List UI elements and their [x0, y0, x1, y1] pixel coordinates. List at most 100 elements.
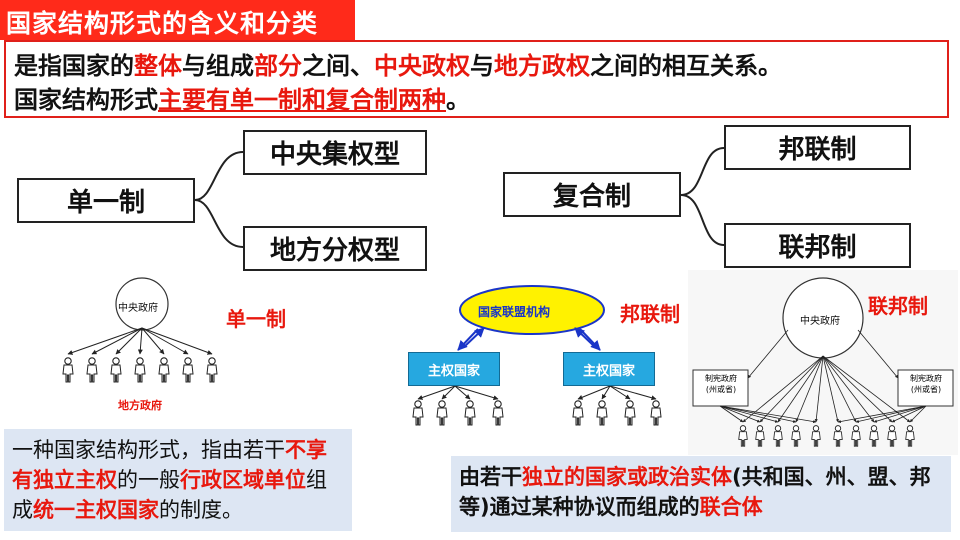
person-icon [791, 425, 801, 447]
link-arrow [719, 405, 744, 423]
link-arrow [822, 355, 911, 423]
right-brace-bottom [680, 194, 725, 246]
decentralized-type-box: 地方分权型 [243, 226, 427, 271]
person-icon [436, 400, 448, 426]
link-arrow [891, 405, 927, 423]
person-icon [464, 400, 476, 426]
text-segment: 部分 [254, 52, 302, 80]
text-segment: 中央政权 [374, 52, 470, 80]
left-brace-top [194, 151, 244, 201]
unitary-diagram [62, 277, 218, 383]
person-icon [572, 400, 584, 426]
link-arrow [577, 385, 611, 400]
link-arrow [822, 355, 839, 423]
link-arrow [719, 405, 779, 423]
link-arrow [609, 385, 631, 400]
member-state-left: 主权国家 [408, 352, 500, 386]
confederation-tag: 邦联制 [620, 302, 680, 326]
link-arrow [417, 385, 456, 400]
link-arrow [67, 327, 143, 355]
member-state-right: 主权国家 [563, 352, 655, 386]
person-icon [110, 357, 122, 383]
link-arrow [454, 385, 471, 400]
text-segment: 组成 [12, 468, 327, 522]
text-segment: 统一主权国家 [33, 498, 159, 522]
text-segment: 独立的国家或政治实体 [522, 465, 732, 489]
link-arrow [115, 327, 143, 355]
link-arrow [141, 327, 165, 355]
link-arrow [719, 405, 797, 423]
person-icon [134, 357, 146, 383]
left-brace-bottom [194, 199, 244, 248]
state-box-left [692, 369, 749, 407]
local-gov-label: 地方政府 [118, 399, 162, 412]
link-arrow [609, 385, 657, 401]
text-segment: 行政区域单位 [180, 468, 306, 492]
link-arrow [855, 405, 927, 423]
link-arrow [441, 385, 456, 400]
text-segment: 不享有独立主权 [12, 438, 327, 492]
federation-diagram [688, 270, 958, 455]
state-box-right [897, 369, 954, 407]
link-arrow [909, 405, 927, 423]
person-icon [773, 425, 783, 447]
link-arrow [759, 355, 824, 423]
definition-line-1: 是指国家的整体与组成部分之间、中央政权与地方政权之间的相互关系。 [14, 46, 782, 81]
person-icon [833, 425, 843, 447]
text-segment: 的制度。 [159, 498, 243, 522]
federal-center-label: 中央政府 [800, 316, 840, 327]
person-icon [62, 357, 74, 383]
person-icon [492, 400, 504, 426]
person-icon [624, 400, 636, 426]
link-arrow [857, 329, 899, 379]
unitary-definition-panel: 一种国家结构形式，指由若干不享有独立主权的一般行政区域单位组成统一主权国家的制度… [4, 429, 352, 531]
link-arrow [747, 329, 789, 379]
text-segment: 之间的相互关系。 [590, 52, 782, 80]
link-arrow [795, 355, 824, 423]
link-arrow [814, 355, 824, 423]
link-arrow [454, 385, 499, 401]
text-segment: 地方政权 [494, 52, 590, 80]
text-segment: 由若干 [459, 465, 522, 489]
state-label-left: 制宪政府 (州或省) [705, 374, 737, 394]
text-segment: 之间、 [302, 52, 374, 80]
link-arrow [137, 327, 143, 355]
unitary-tag: 单一制 [226, 307, 286, 331]
link-arrow [837, 405, 927, 424]
person-icon [86, 357, 98, 383]
title-bar: 国家结构形式的含义和分类 [0, 0, 355, 40]
person-icon [206, 357, 218, 383]
link-arrow [601, 385, 611, 400]
link-arrow [777, 355, 824, 423]
text-segment: 是指国家的 [14, 52, 134, 80]
unitary-root-box: 单一制 [17, 178, 195, 223]
text-segment: 国家结构形式 [14, 86, 158, 114]
confederation-box: 邦联制 [724, 125, 911, 170]
alliance-ellipse [459, 285, 605, 335]
text-segment: 。 [446, 86, 470, 114]
person-icon [412, 400, 424, 426]
federation-box: 联邦制 [724, 223, 911, 268]
text-segment: 整体 [134, 52, 182, 80]
federation-tag: 联邦制 [868, 294, 928, 318]
link-arrow [822, 355, 893, 423]
person-icon [650, 400, 662, 426]
person-icon [869, 425, 879, 447]
confederation-diagram [412, 285, 662, 426]
person-icon [851, 425, 861, 447]
person-icon [596, 400, 608, 426]
text-segment: 与组成 [182, 52, 254, 80]
page-title: 国家结构形式的含义和分类 [6, 9, 319, 38]
compound-root-box: 复合制 [503, 172, 681, 217]
link-arrow [91, 327, 143, 355]
state-label-right: 制宪政府 (州或省) [910, 374, 942, 394]
link-arrow [742, 355, 824, 423]
person-icon [182, 357, 194, 383]
centralized-type-box: 中央集权型 [243, 130, 427, 175]
compound-definition-panel: 由若干独立的国家或政治实体(共和国、州、盟、邦等)通过某种协议而组成的联合体 [451, 456, 951, 532]
person-icon [811, 425, 821, 447]
definition-line-2: 国家结构形式主要有单一制和复合制两种。 [14, 80, 470, 115]
person-icon [755, 425, 765, 447]
unitary-center-label: 中央政府 [118, 303, 158, 314]
